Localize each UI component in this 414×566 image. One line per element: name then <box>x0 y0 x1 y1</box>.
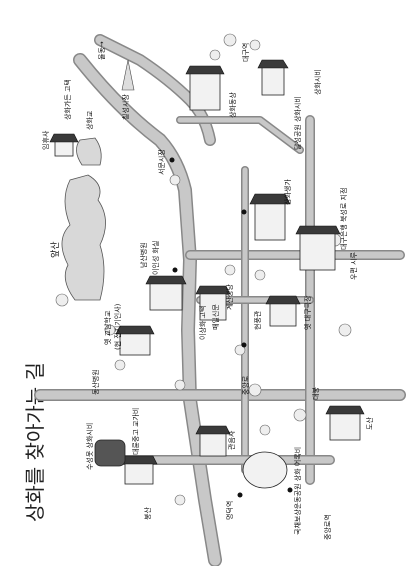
label-daebong: 대봉 <box>312 387 320 400</box>
label-chilseong-market: 중앙로역 <box>323 514 332 540</box>
label-yi-sanghwa-house: 이상화 고택 <box>198 306 207 340</box>
label-daeryun: 대륜중고 교가비 <box>131 408 140 455</box>
label-chilseong: 칠성시장 <box>121 94 130 120</box>
label-daegu-station: 대구역 <box>241 43 250 62</box>
label-dongsan-hospital: 동산병원 <box>91 369 100 395</box>
map-title: 상화를 찾아가는 길 <box>23 362 47 522</box>
building-dosan <box>325 405 365 441</box>
label-gyesan: 계산성당 <box>225 284 234 310</box>
station-markers <box>169 157 293 498</box>
label-yi-insung: 이인성 화실 <box>151 241 160 275</box>
label-dalseong-park: 달성공원 상화시비 <box>293 96 302 150</box>
building-dalseong-park <box>257 59 289 96</box>
place-labels: 율동→ 칠성시장 상화교 상화가든 고택 대구역 상화동상 달성공원 상화시비 … <box>41 41 374 540</box>
suseong-lake <box>94 439 126 467</box>
building-sanghwa-statue <box>185 65 225 111</box>
label-namsan-hospital: 남산병원 <box>139 242 148 268</box>
label-yeot-daegu-theater: 옛 대구극장 <box>303 295 312 330</box>
label-sanghwa-bridge: 상화교 <box>85 110 94 130</box>
label-sanghwa-poem: 상화시비 <box>313 69 322 95</box>
building-daeryun <box>120 455 158 485</box>
label-gyenam: 옛 교남학교 <box>103 310 112 345</box>
label-bongsan: 봉산 <box>143 507 152 520</box>
label-dosan: 도산 <box>365 417 374 430</box>
building-gyesan-cathedral <box>195 285 231 321</box>
building-daegu-bank <box>295 225 341 271</box>
building-hansol-park <box>242 451 288 489</box>
building-sanghwa-birthplace <box>249 193 291 241</box>
building-gyenam-school <box>115 325 155 356</box>
building-namsan-hospital <box>145 275 187 311</box>
label-ongnyu: 임휴사 <box>41 130 50 150</box>
apsan-label: 앞산 <box>49 241 61 258</box>
label-sanghwa-garden: 상화가든 고택 <box>63 79 72 120</box>
label-gyenam-sub: (현 전지기인사) <box>113 303 122 350</box>
label-jungang-ro: 중앙로 <box>242 375 250 395</box>
label-maeil: 매일신문 <box>211 304 220 330</box>
label-hyeonpung: 현풍관 <box>253 310 262 330</box>
label-hansol-park: 국채보상운동공원 상화 어록비 <box>293 447 302 535</box>
label-yuldong: 율동→ <box>98 41 106 60</box>
label-ubyeong: 우편 시루 <box>349 251 358 280</box>
building-hyeonpung-hall <box>265 295 301 327</box>
apsan-mountain: 앞산 <box>49 137 106 301</box>
label-sanghwa-statue: 상화동상 <box>228 92 237 118</box>
label-myeongdeok: 명덕역 <box>225 501 234 520</box>
building-gwaneumsa <box>195 425 231 457</box>
road-network <box>34 34 406 566</box>
label-suseong-station: 상화생가 <box>283 179 292 205</box>
tree-decorations <box>55 33 352 506</box>
label-seomun-market: 서문시장 <box>157 149 166 175</box>
building-temple-top-left <box>49 133 79 157</box>
pagoda <box>121 59 135 91</box>
label-suseong-poem: 수성못 상화시비 <box>85 423 94 470</box>
label-daegu-bank: 대구은행 북성로 지점 <box>339 188 348 250</box>
label-gwaneumsa: 관음사 <box>227 430 236 450</box>
